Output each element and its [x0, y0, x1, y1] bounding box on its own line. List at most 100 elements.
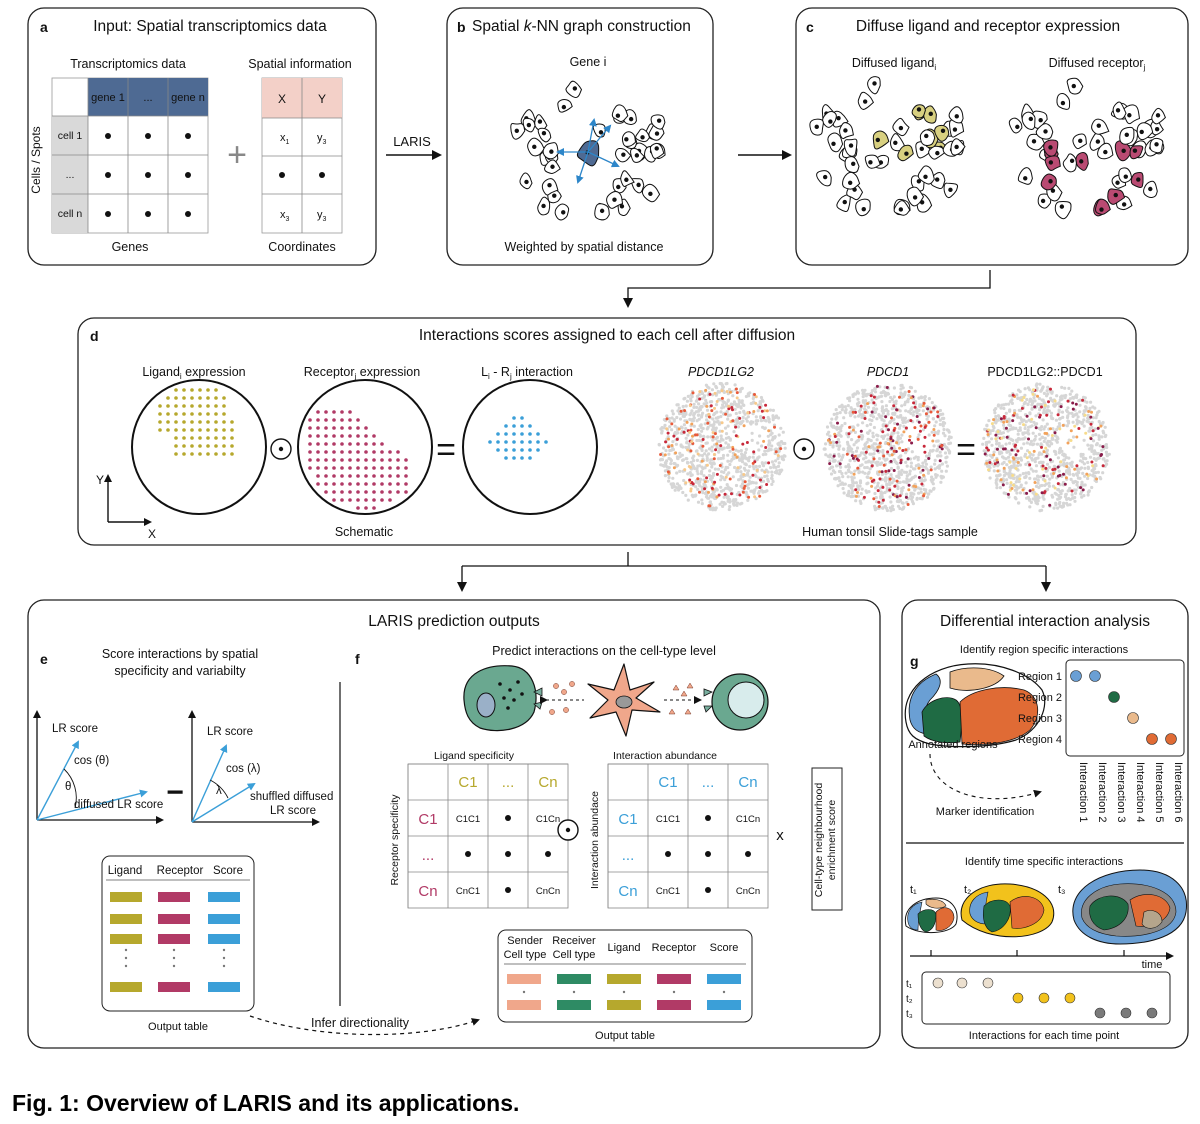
expression-spot: [715, 472, 719, 476]
tissue-spot: [700, 498, 704, 502]
tissue-spot: [696, 487, 700, 491]
tissue-spot: [1049, 390, 1053, 394]
tissue-spot: [854, 481, 859, 485]
tissue-spot: [930, 475, 934, 479]
tissue-spot: [840, 408, 844, 412]
marker-identification: Marker identification: [936, 806, 1034, 818]
tissue-spot: [726, 424, 730, 428]
output-bar: [657, 974, 691, 984]
receptor-dot: [388, 466, 392, 470]
region-label-2: Region 2: [1018, 692, 1062, 704]
tissue-spot: [702, 394, 707, 398]
tissue-spot: [771, 416, 775, 420]
spatial-info-label: Spatial information: [248, 57, 352, 71]
tissue-spot: [1015, 413, 1019, 417]
tissue-spot: [1058, 504, 1062, 508]
tissue-spot: [1031, 431, 1035, 435]
tissue-spot: [670, 416, 674, 420]
expression-spot: [899, 461, 903, 465]
tissue-spot: [1012, 463, 1016, 467]
tissue-spot: [884, 394, 888, 398]
expression-spot: [686, 448, 690, 452]
expression-spot: [664, 440, 668, 444]
diffused-ligand-label: Diffused ligandi: [852, 56, 936, 72]
expression-spot: [700, 459, 704, 463]
tissue-spot: [712, 493, 717, 497]
tissue-spot: [777, 472, 782, 476]
tissue-spot: [721, 453, 726, 458]
tissue-spot: [1086, 466, 1090, 471]
tissue-spot: [1031, 453, 1035, 457]
tissue-spot: [711, 417, 715, 421]
receptor-dot: [380, 482, 384, 486]
receptor-dot: [388, 490, 392, 494]
tissue-spot: [688, 471, 692, 475]
tissue-spot: [876, 460, 880, 464]
tissue-spot: [1099, 477, 1103, 481]
coordinates-label: Coordinates: [268, 240, 335, 254]
ligand-dot: [230, 436, 234, 440]
expression-spot: [828, 462, 832, 466]
tissue-spot: [1058, 449, 1062, 453]
tissue-spot: [823, 447, 827, 451]
expression-spot: [705, 476, 709, 480]
tissue-spot: [720, 447, 724, 451]
tissue-spot: [713, 508, 717, 512]
tissue-spot: [751, 464, 755, 468]
cell: [650, 114, 666, 130]
tissue-spot: [861, 421, 865, 425]
cell: [1075, 152, 1089, 171]
tissue-spot: [742, 466, 747, 470]
ellipsis-dot: [222, 948, 226, 952]
tissue-spot: [922, 487, 926, 491]
tissue-spot: [1065, 410, 1069, 414]
tissue-spot: [1094, 433, 1098, 437]
time-dot: [982, 977, 994, 989]
ligand-dot: [206, 428, 210, 432]
tissue-spot: [668, 425, 672, 429]
tissue-spot: [936, 439, 940, 443]
expression-spot: [1022, 396, 1026, 399]
region-label-1: Region 1: [1018, 671, 1062, 683]
tissue-spot: [1063, 458, 1067, 462]
tissue-spot: [1024, 474, 1028, 478]
receiver-knob: [703, 688, 713, 713]
tissue-spot: [873, 387, 877, 391]
matrix-cell-dot: [705, 851, 711, 857]
cell: [1056, 92, 1071, 110]
transcriptomics-label: Transcriptomics data: [70, 57, 186, 71]
expression-spot: [738, 416, 742, 420]
tissue-spot: [850, 475, 854, 479]
tissue-spot: [1061, 415, 1065, 419]
tissue-spot: [846, 475, 850, 479]
tissue-spot: [1060, 410, 1065, 414]
tissue-spot: [738, 502, 742, 506]
expression-spot: [852, 472, 856, 476]
tissue-spot: [1073, 395, 1077, 399]
tissue-spot: [1046, 487, 1050, 492]
expression-spot: [999, 478, 1003, 482]
matrix-cell-dot: [705, 815, 711, 821]
interaction-dot: [528, 432, 532, 436]
expression-spot: [898, 446, 902, 450]
tissue-spot: [759, 416, 763, 420]
tissue-spot: [852, 426, 856, 430]
matrix-dots: [105, 133, 191, 217]
tissue-spot: [899, 472, 904, 477]
tissue-spot: [1078, 410, 1082, 414]
expression-spot: [758, 494, 762, 498]
tissue-spot: [929, 465, 933, 469]
tissue-spot: [735, 501, 740, 505]
tissue-spot: [1045, 451, 1049, 455]
tissue-spot: [1068, 397, 1072, 401]
tissue-spot: [1105, 453, 1109, 457]
tissue-spot: [714, 403, 719, 407]
tissue-spot: [720, 384, 725, 388]
expression-spot: [1009, 481, 1013, 485]
expression-spot: [758, 486, 762, 489]
tissue-spot: [682, 478, 686, 483]
tissue-spot: [738, 390, 742, 394]
interaction-dot: [536, 440, 540, 444]
expression-spot: [1031, 392, 1035, 396]
tissue-spot: [710, 493, 714, 497]
